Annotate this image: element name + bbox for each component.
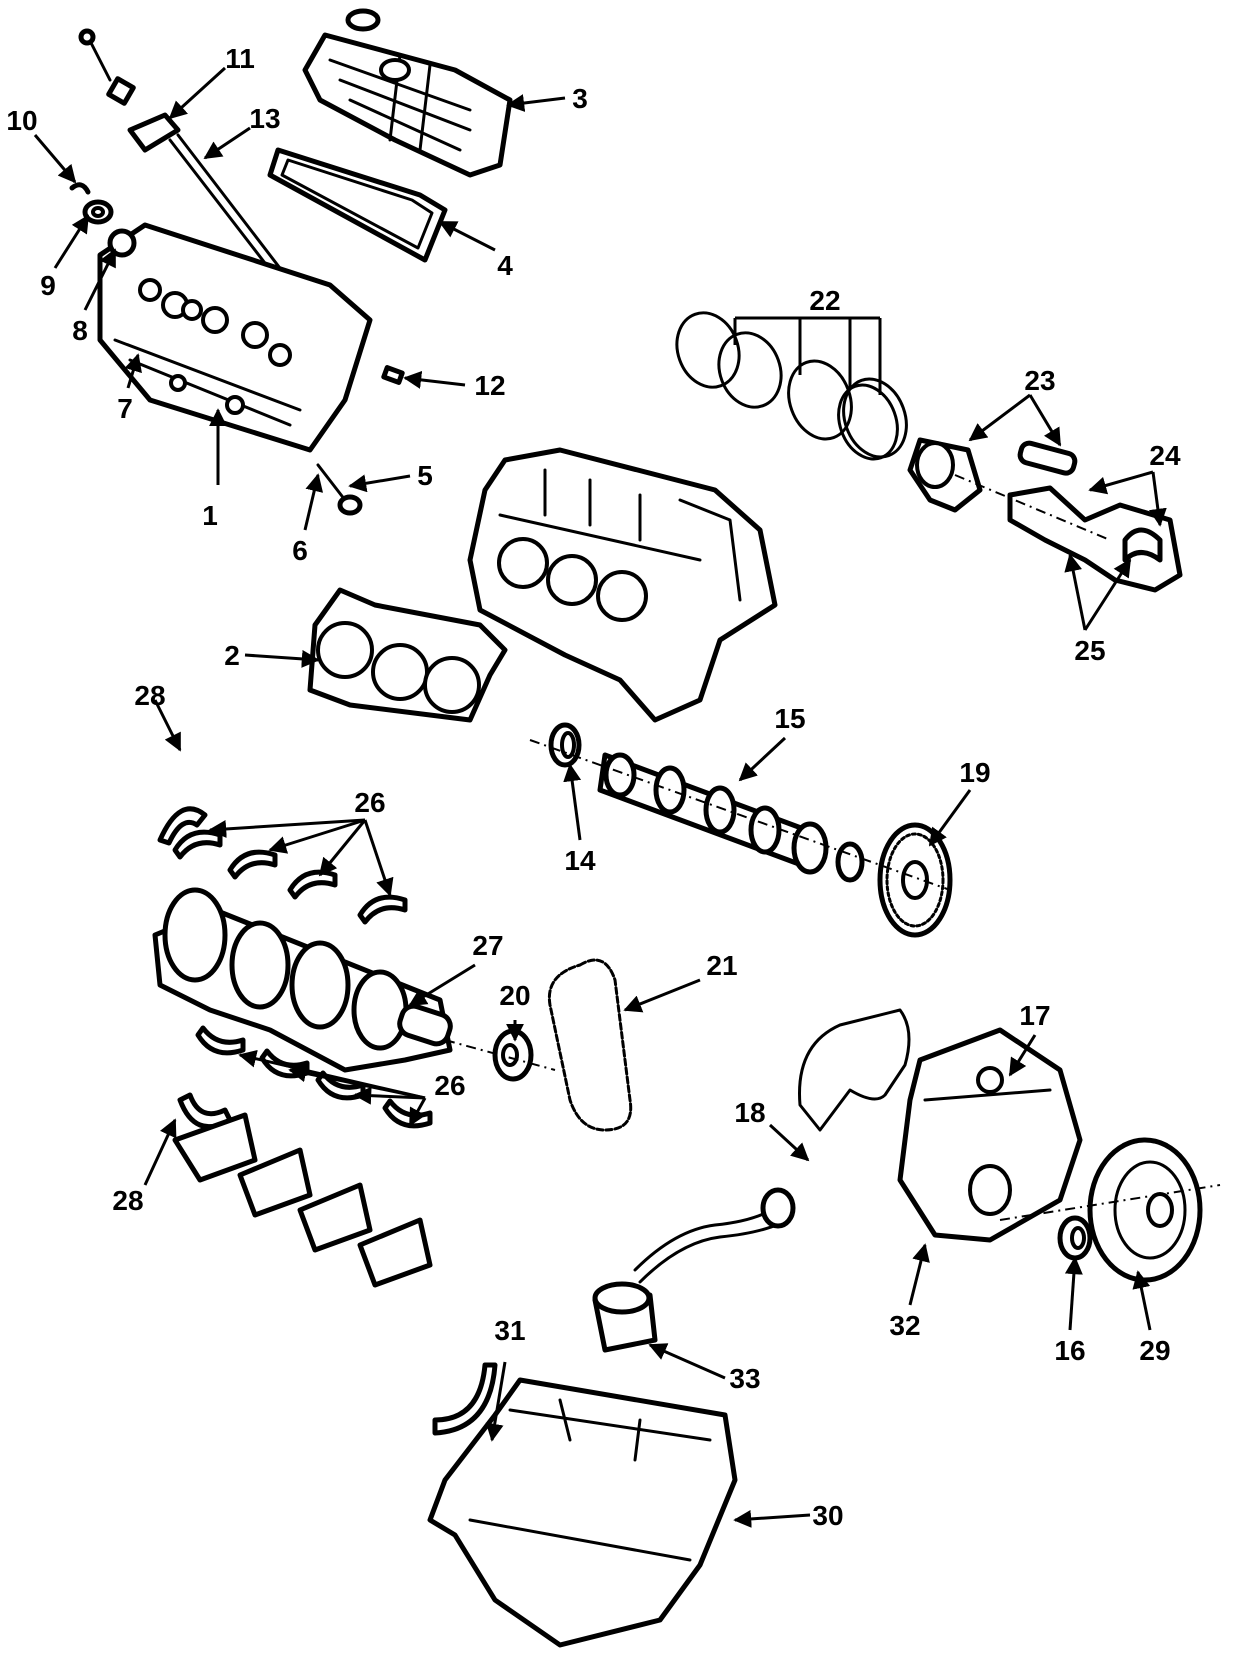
callout-25: 25 bbox=[1074, 635, 1105, 666]
callout-5: 5 bbox=[417, 460, 433, 491]
callout-29: 29 bbox=[1139, 1335, 1170, 1366]
callout-6: 6 bbox=[292, 535, 308, 566]
callout-1: 1 bbox=[202, 500, 218, 531]
callout-27: 27 bbox=[472, 930, 503, 961]
callout-24: 24 bbox=[1149, 440, 1181, 471]
callout-21: 21 bbox=[706, 950, 737, 981]
main-bearing-upper bbox=[172, 829, 408, 925]
callout-13: 13 bbox=[249, 103, 280, 134]
front-crank-seal bbox=[1057, 1215, 1093, 1261]
piston-rings bbox=[675, 311, 908, 461]
camshaft-bearing bbox=[548, 722, 582, 768]
oil-pan-seal bbox=[432, 1362, 498, 1436]
valve-cover bbox=[302, 8, 513, 178]
callout-22: 22 bbox=[809, 285, 840, 316]
piston bbox=[907, 437, 983, 513]
oil-pan bbox=[427, 1377, 738, 1648]
callout-4: 4 bbox=[497, 250, 513, 281]
valve-spring-retainer bbox=[82, 199, 114, 225]
callout-26-lower: 26 bbox=[434, 1070, 465, 1101]
crankshaft-sprocket bbox=[492, 1028, 534, 1082]
cylinder-head bbox=[97, 222, 373, 453]
oil-pump-pickup bbox=[592, 1187, 796, 1353]
assembly-axis-lines bbox=[444, 474, 1221, 1221]
callout-12: 12 bbox=[474, 370, 505, 401]
callout-11: 11 bbox=[225, 43, 255, 74]
timing-chain bbox=[547, 958, 633, 1132]
callout-15: 15 bbox=[774, 703, 805, 734]
head-gasket bbox=[307, 587, 508, 723]
callout-31: 31 bbox=[494, 1315, 525, 1346]
harmonic-balancer bbox=[1087, 1137, 1203, 1283]
callout-14: 14 bbox=[564, 845, 596, 876]
callout-19: 19 bbox=[959, 757, 990, 788]
timing-cover bbox=[897, 1027, 1083, 1243]
callout-7: 7 bbox=[117, 393, 133, 424]
valve-cover-gasket bbox=[267, 147, 448, 263]
callout-26-upper: 26 bbox=[354, 787, 385, 818]
piston-pin bbox=[1017, 440, 1078, 476]
callout-28-upper: 28 bbox=[134, 680, 165, 711]
callout-16: 16 bbox=[1054, 1335, 1085, 1366]
callout-32: 32 bbox=[889, 1310, 920, 1341]
valve-keeper bbox=[69, 182, 91, 195]
callout-23: 23 bbox=[1024, 365, 1055, 396]
main-bearing-caps bbox=[172, 1112, 433, 1288]
callout-17: 17 bbox=[1019, 1000, 1050, 1031]
connecting-rod bbox=[1007, 485, 1183, 593]
thrust-bearing-lower bbox=[177, 1092, 233, 1130]
camshaft bbox=[597, 752, 865, 883]
crankshaft bbox=[152, 887, 453, 1073]
engine-block bbox=[467, 447, 778, 723]
callout-30: 30 bbox=[812, 1500, 843, 1531]
callout-9: 9 bbox=[40, 270, 56, 301]
expansion-plug bbox=[381, 365, 405, 385]
callout-2: 2 bbox=[224, 640, 240, 671]
callout-labels: 1 2 3 4 5 6 7 8 9 10 11 12 13 14 15 16 1… bbox=[6, 43, 1181, 1531]
thrust-bearing-upper bbox=[157, 806, 208, 846]
front-cover-gasket bbox=[798, 1008, 911, 1132]
callout-33: 33 bbox=[729, 1363, 760, 1394]
callout-18: 18 bbox=[734, 1097, 765, 1128]
head-bolt bbox=[316, 463, 363, 516]
camshaft-gear bbox=[877, 822, 953, 938]
callout-20: 20 bbox=[499, 980, 530, 1011]
callout-3: 3 bbox=[572, 83, 588, 114]
callout-10: 10 bbox=[6, 105, 37, 136]
callout-8: 8 bbox=[72, 315, 88, 346]
callout-28-lower: 28 bbox=[112, 1185, 143, 1216]
leader-lines bbox=[33, 66, 1167, 1528]
